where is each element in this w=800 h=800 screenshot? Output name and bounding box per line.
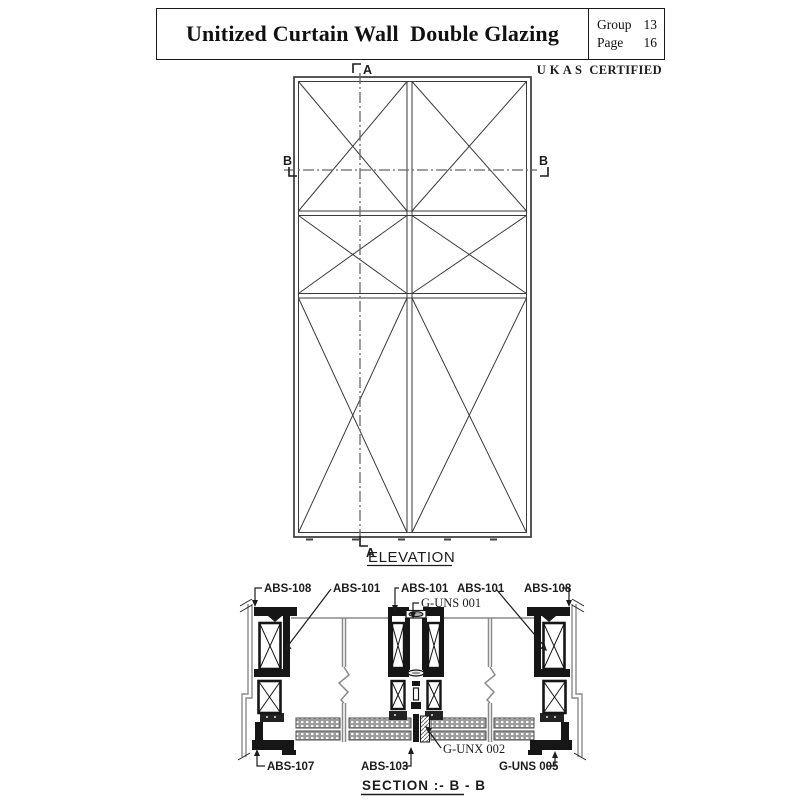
section-context-lines xyxy=(241,604,583,757)
right-jamb-profile xyxy=(527,607,572,755)
label-abs101-center: ABS-101 xyxy=(401,583,449,595)
label-abs101-right: ABS-101 xyxy=(457,583,505,595)
label-g-unx-002: G-UNX 002 xyxy=(443,742,505,756)
label-g-uns-001: G-UNS 001 xyxy=(421,596,481,610)
elevation-outer-frame xyxy=(293,76,532,538)
marker-b-left: B xyxy=(283,154,292,168)
leader-arrowheads xyxy=(252,600,572,758)
sheet-title: Unitized Curtain Wall Double Glazing xyxy=(185,21,560,46)
certification-note: U K A S CERTIFIED xyxy=(536,63,662,77)
sill-ticks xyxy=(306,538,497,541)
section-leaders xyxy=(254,587,570,767)
break-line-right xyxy=(483,618,496,742)
marker-b-left-flag xyxy=(288,167,297,177)
section-line-b: B B xyxy=(283,154,549,177)
center-mullion-profile xyxy=(388,607,444,743)
section-line-a: A A xyxy=(352,63,375,560)
label-abs103: ABS-103 xyxy=(361,761,408,773)
label-g-uns-005: G-UNS 005 xyxy=(499,761,559,773)
marker-a-top: A xyxy=(363,63,372,77)
double-glazing-bands xyxy=(295,717,535,741)
wall-cut-ticks xyxy=(237,598,587,761)
marker-a-bottom-flag xyxy=(359,536,368,547)
section-caption: SECTION :- B - B xyxy=(362,778,486,793)
group-row: Group 13 xyxy=(597,17,657,33)
marker-a-bottom: A xyxy=(366,546,375,560)
label-abs108-left: ABS-108 xyxy=(264,583,312,595)
marker-a-top-flag xyxy=(352,63,361,73)
label-abs107: ABS-107 xyxy=(267,761,314,773)
group-value: 13 xyxy=(643,17,658,32)
marker-b-right-flag xyxy=(540,167,549,177)
elevation-caption: ELEVATION xyxy=(368,549,455,566)
label-abs101-left: ABS-101 xyxy=(333,583,381,595)
group-label: Group xyxy=(597,17,632,32)
marker-b-right: B xyxy=(539,154,548,168)
left-jamb-profile xyxy=(252,607,297,755)
label-abs108-right: ABS-108 xyxy=(524,583,572,595)
page-label: Page xyxy=(597,35,624,50)
elevation-drawing xyxy=(293,76,532,541)
title-block: Unitized Curtain Wall Double Glazing Gro… xyxy=(156,8,665,60)
page-value: 16 xyxy=(643,35,658,50)
page-row: Page 16 xyxy=(597,35,657,51)
break-line-left xyxy=(337,618,350,742)
group-page-cell: Group 13 Page 16 xyxy=(588,9,664,59)
